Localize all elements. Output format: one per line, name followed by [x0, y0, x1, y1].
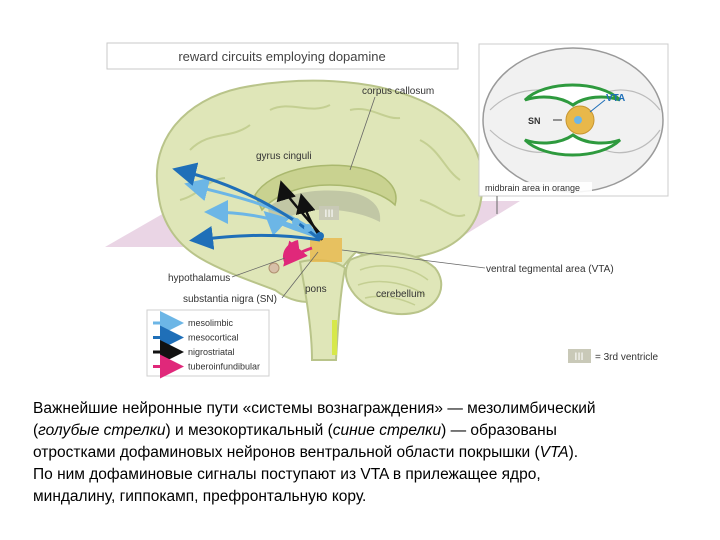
vta-region: [310, 238, 342, 262]
label-cerebellum: cerebellum: [376, 289, 425, 300]
caption-italic-vta: VTA: [539, 444, 569, 461]
inset-axial-brain: VTA SN midbrain area in orange: [478, 43, 669, 197]
legend-label-mesolimbic: mesolimbic: [188, 318, 234, 328]
caption-italic-dark-arrows: синие стрелки: [332, 422, 442, 439]
legend-label-nigrostriatal: nigrostriatal: [188, 347, 235, 357]
title-box: [106, 42, 459, 70]
pathway-arrows: [172, 162, 324, 267]
pathway-legend: mesolimbic mesocortical nigrostriatal tuber…: [146, 309, 270, 379]
label-vta: ventral tegmental area (VTA): [486, 264, 614, 275]
legend-label-tuberoinfundibular: tuberoinfundibular: [188, 362, 260, 372]
spinal-highlight: [332, 320, 337, 355]
caption-text: Важнейшие нейронные пути «системы вознаг…: [33, 398, 693, 508]
third-ventricle-legend-text: = 3rd ventricle: [595, 352, 659, 363]
third-ventricle-legend-symbol: III: [574, 351, 583, 363]
third-ventricle-legend-swatch: [568, 349, 591, 363]
caption-line-2: (голубые стрелки) и мезокортикальный (си…: [33, 420, 693, 442]
inset-caption: midbrain area in orange: [485, 183, 580, 193]
label-hypothalamus: hypothalamus: [168, 273, 230, 284]
caption-italic-light-arrows: голубые стрелки: [38, 422, 166, 439]
caption-line-5: миндалину, гиппокамп, префронтальную кор…: [33, 488, 367, 505]
caption-line-1: Важнейшие нейронные пути «системы вознаг…: [33, 400, 596, 417]
inset-label-vta: VTA: [606, 93, 625, 104]
label-gyrus-cinguli: gyrus cinguli: [256, 151, 312, 162]
label-pons: pons: [305, 284, 327, 295]
label-corpus-callosum: corpus callosum: [362, 86, 434, 97]
label-substantia-nigra: substantia nigra (SN): [183, 294, 277, 305]
third-ventricle-mark: III: [324, 208, 333, 220]
caption-line-3: отростками дофаминовых нейронов вентраль…: [33, 442, 693, 464]
caption-part: ) — образованы: [441, 422, 557, 439]
caption-part: отростками дофаминовых нейронов вентраль…: [33, 444, 540, 461]
caption-line-4: По ним дофаминовые сигналы поступают из …: [33, 466, 541, 483]
caption-part: ) и мезокортикальный (: [165, 422, 333, 439]
caption-part: ).: [568, 444, 579, 461]
legend-label-mesocortical: mesocortical: [188, 333, 239, 343]
inset-label-sn: SN: [528, 116, 541, 126]
brain-diagram: reward circuits employing dopamine: [105, 42, 669, 379]
diagram-title: reward circuits employing dopamine: [178, 49, 385, 64]
caption-part: (: [33, 422, 39, 439]
